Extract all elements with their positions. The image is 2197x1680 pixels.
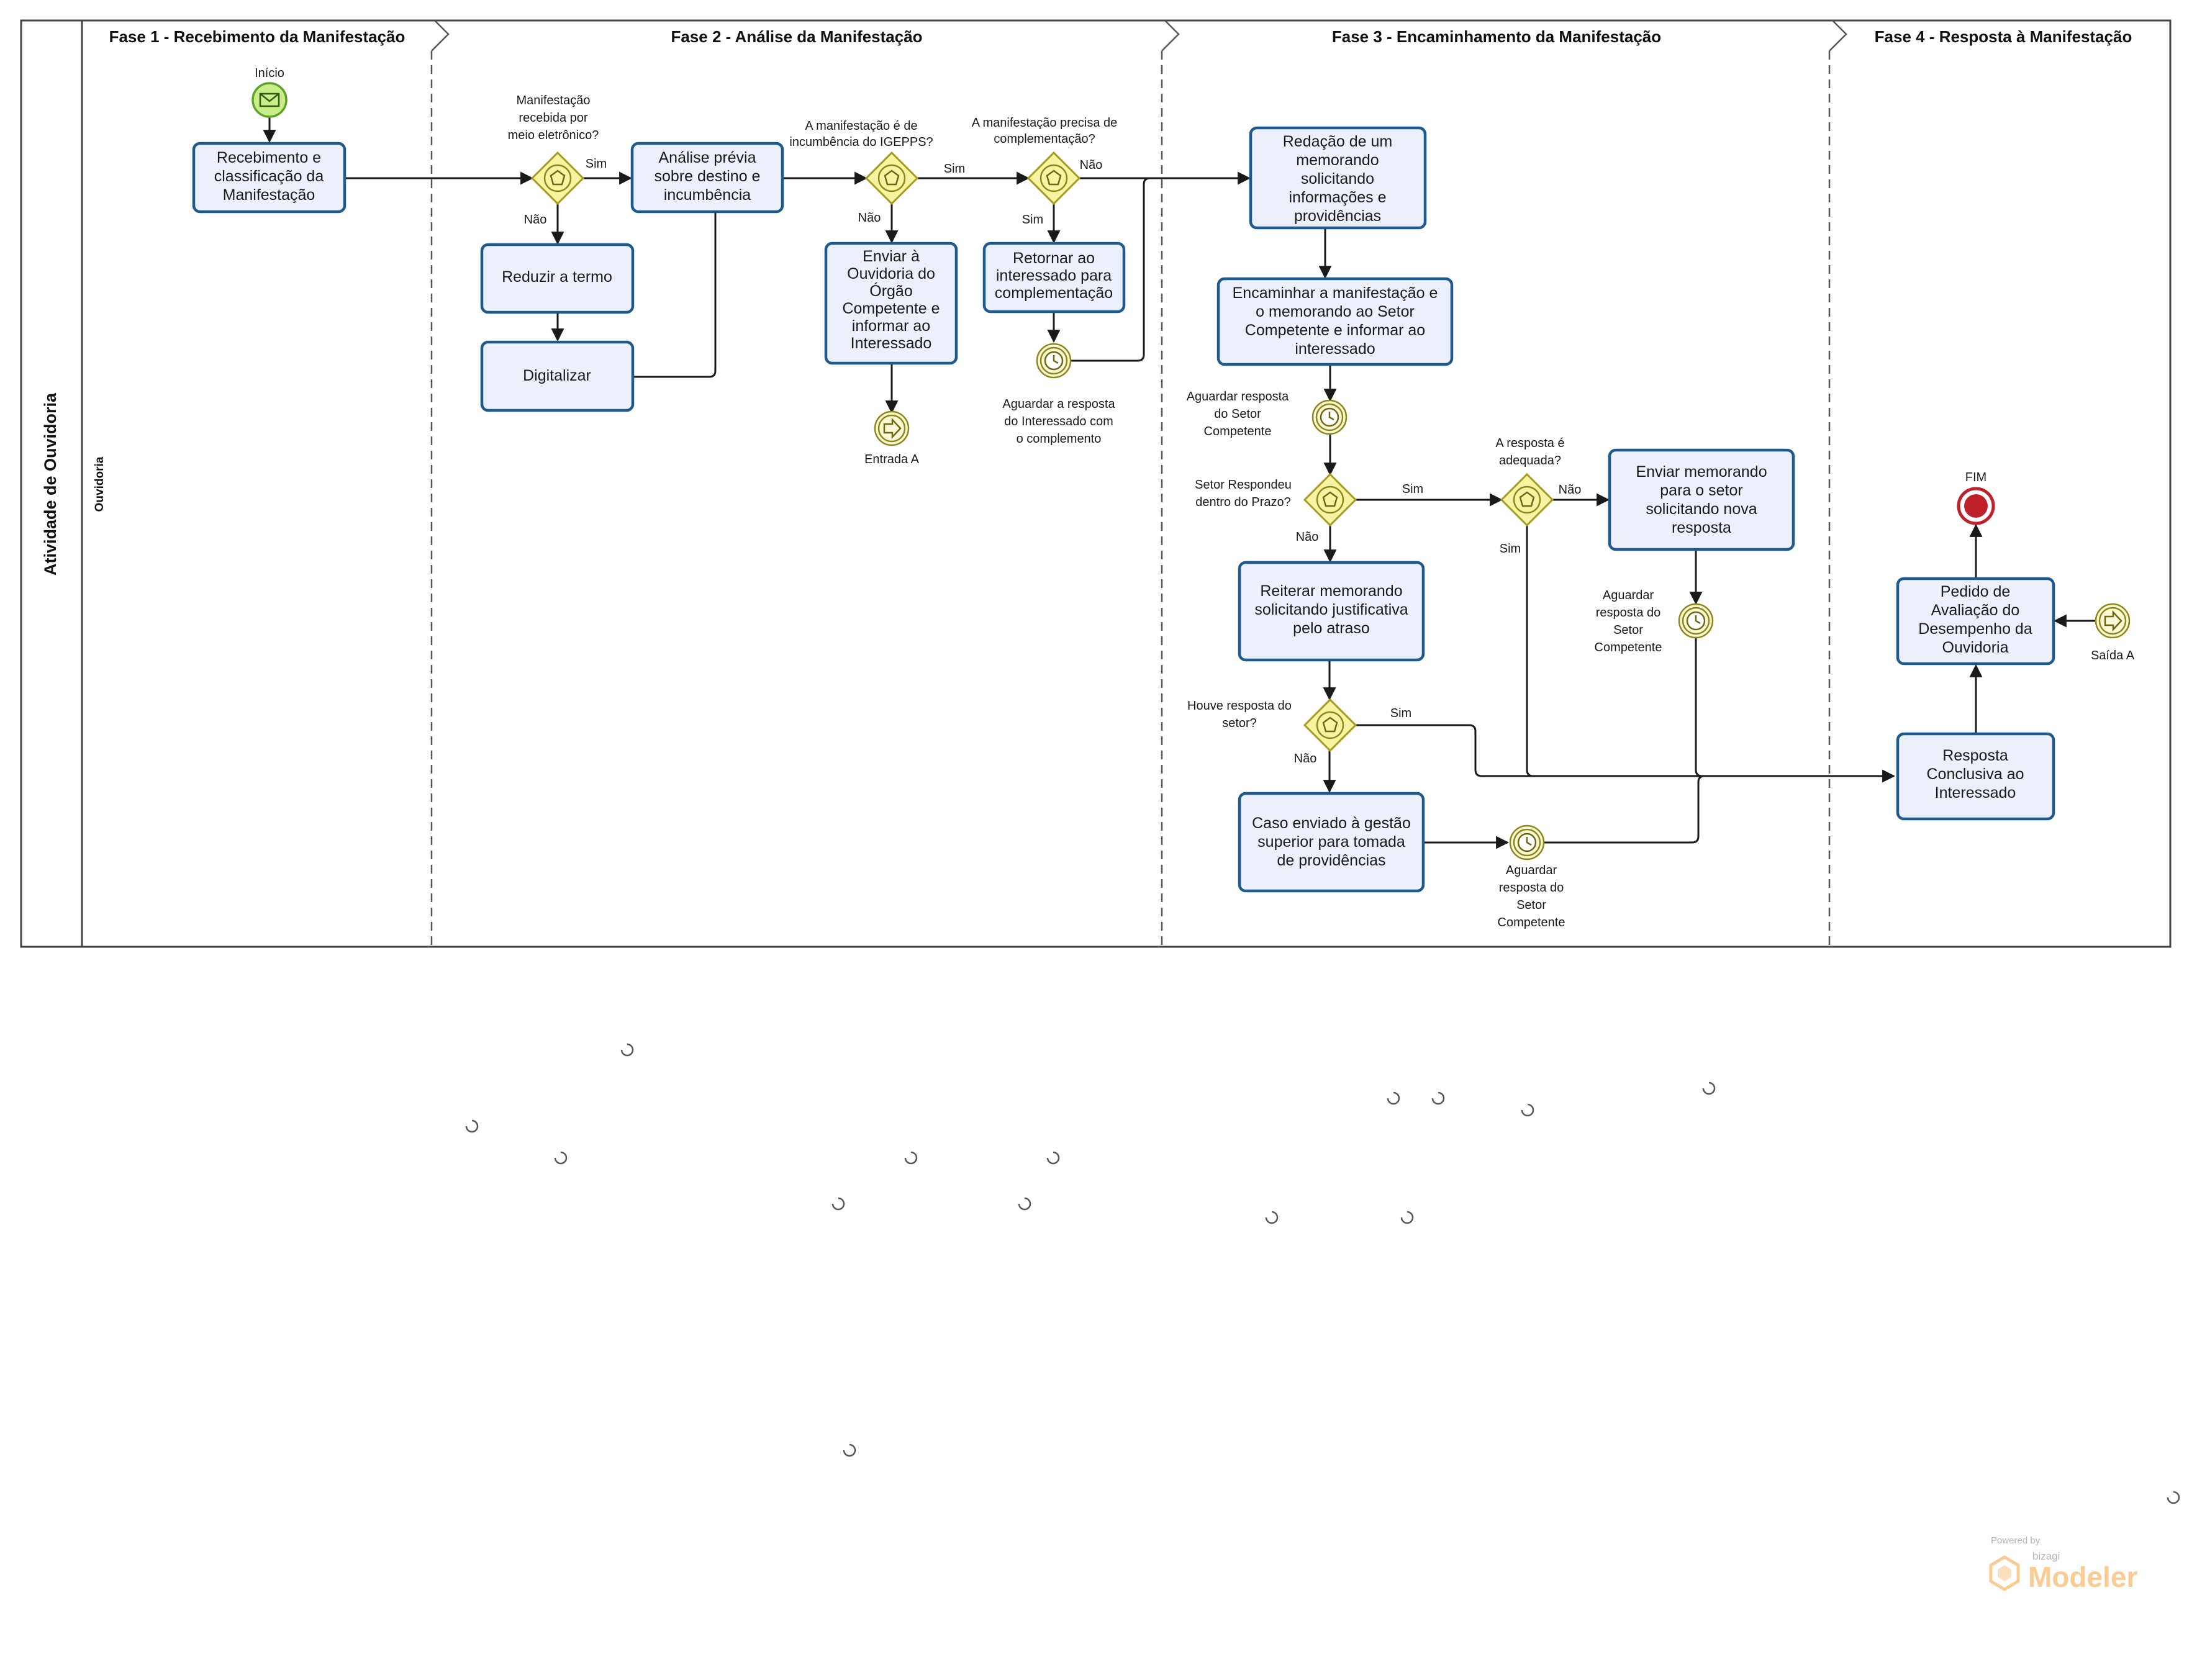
pentagon-icon [1046, 169, 1062, 186]
svg-text:Encaminhar a manifestação eo m: Encaminhar a manifestação eo memorando a… [1233, 284, 1438, 358]
timer-event-interessado[interactable] [1036, 343, 1072, 379]
clock-icon [1320, 407, 1339, 427]
pentagon-icon [550, 169, 566, 186]
flow-label-no: Não [1080, 158, 1103, 172]
phase-3-title: Fase 3 - Encaminhamento da Manifestação [1332, 27, 1661, 46]
gateway-complementacao[interactable] [1026, 151, 1081, 205]
envelope-icon [259, 93, 280, 107]
clock-icon [1044, 351, 1064, 371]
flow-labels: Sim Não Sim Não Não Sim Sim Não Não Sim … [524, 157, 1582, 765]
end-event[interactable]: FIM [1957, 471, 1995, 525]
pentagon-icon [1322, 491, 1338, 507]
svg-text:Reduzir a termo: Reduzir a termo [502, 268, 612, 286]
timer-event-setor-3[interactable] [1509, 824, 1545, 860]
flow-label-yes: Sim [1022, 213, 1043, 227]
flow-label-yes: Sim [944, 162, 965, 176]
lane-title: Ouvidoria [93, 456, 106, 512]
phase-4-title: Fase 4 - Resposta à Manifestação [1875, 27, 2132, 46]
sequence-flows [263, 117, 2096, 849]
phase-2-title: Fase 2 - Análise da Manifestação [671, 27, 922, 46]
timer-event-setor-1[interactable] [1311, 399, 1348, 435]
task-digitalizar[interactable]: Digitalizar [480, 340, 635, 412]
pentagon-icon [884, 169, 900, 186]
start-event-label: Início [255, 66, 284, 80]
end-event-label: FIM [1965, 471, 1986, 484]
link-event-saida-a[interactable]: Saída A [2091, 603, 2135, 662]
pentagon-icon [1519, 491, 1535, 507]
flow-label-no: Não [524, 213, 547, 227]
flow-label-yes: Sim [586, 157, 607, 171]
arrow-right-icon [2104, 610, 2122, 632]
flow-label-no: Não [1559, 483, 1582, 497]
gateway-meio-eletronico[interactable] [530, 151, 585, 205]
task-reduzir[interactable]: Reduzir a termo [480, 243, 635, 314]
bizagi-logo-icon [1989, 1555, 2020, 1591]
phase-1-title: Fase 1 - Recebimento da Manifestação [109, 27, 405, 46]
watermark-powered: Powered by [1991, 1535, 2041, 1546]
link-event-entrada-a[interactable]: Entrada A [864, 410, 920, 466]
pentagon-icon [1322, 716, 1338, 733]
gateway-houve-resposta[interactable] [1303, 698, 1357, 752]
flow-label-yes: Sim [1402, 482, 1423, 496]
gateway-incumbencia[interactable] [864, 151, 919, 205]
svg-text:Digitalizar: Digitalizar [523, 367, 591, 384]
pool-title: Atividade de Ouvidoria [41, 392, 60, 576]
flow-label-yes: Sim [1390, 707, 1411, 720]
watermark-brand: bizagi [2032, 1550, 2060, 1562]
arrow-right-icon [883, 417, 902, 440]
gateway-resposta-adequada[interactable] [1500, 472, 1554, 527]
gateway-dentro-prazo[interactable] [1303, 472, 1357, 527]
flow-label-no: Não [1296, 530, 1319, 544]
flow-label-yes: Sim [1500, 542, 1521, 556]
pool: Atividade de Ouvidoria Ouvidoria [20, 19, 2172, 948]
saida-a-label: Saída A [2091, 649, 2135, 662]
stray-marks [465, 1043, 2180, 1504]
flow-label-no: Não [858, 211, 881, 225]
bizagi-watermark: Powered by bizagi Modeler [1989, 1535, 2137, 1593]
clock-icon [1517, 833, 1537, 852]
watermark-product: Modeler [2028, 1561, 2137, 1593]
flow-label-no: Não [1294, 752, 1317, 765]
start-event[interactable]: Início [251, 66, 288, 118]
timer-event-setor-2[interactable] [1678, 603, 1714, 639]
clock-icon [1686, 611, 1706, 631]
entrada-a-label: Entrada A [864, 453, 920, 466]
phase-separators [430, 20, 1847, 947]
